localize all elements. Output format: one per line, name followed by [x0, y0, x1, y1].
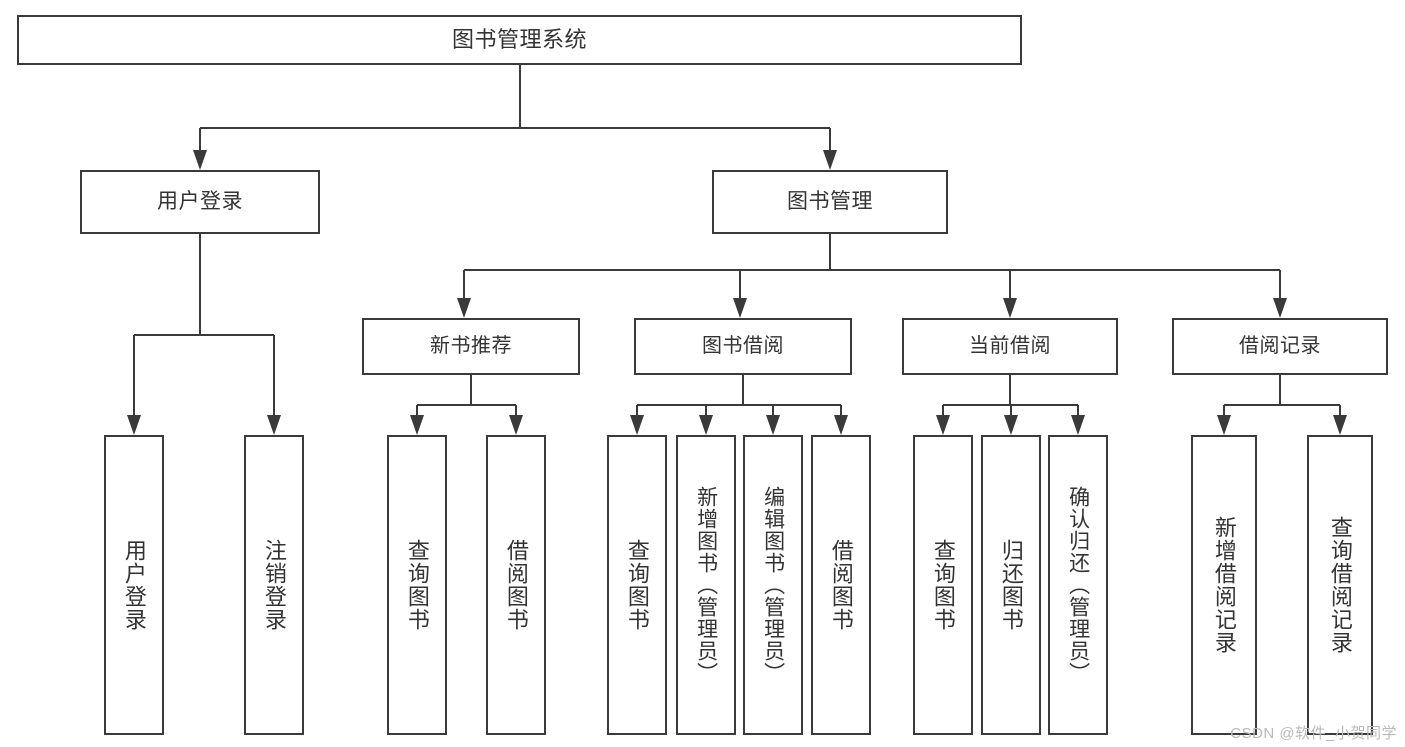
node-book-management[interactable]: 图书管理: [712, 170, 948, 234]
node-book-management-label: 图书管理: [787, 189, 873, 213]
leaf-node-label: 借阅图书: [503, 539, 529, 631]
node-borrow-record-label: 借阅记录: [1239, 334, 1321, 357]
node-root[interactable]: 图书管理系统: [17, 15, 1022, 65]
leaf-node[interactable]: 借阅图书: [486, 435, 546, 735]
leaf-node-label: 查询图书: [404, 539, 430, 631]
node-root-label: 图书管理系统: [451, 27, 587, 53]
node-current-borrow[interactable]: 当前借阅: [902, 318, 1118, 375]
leaf-node[interactable]: 确认归还（管理员）: [1048, 435, 1108, 735]
leaf-node-label: 查询图书: [624, 539, 650, 631]
leaf-node-label: 新增图书（管理员）: [694, 486, 718, 684]
leaf-node-label: 归还图书: [998, 539, 1024, 631]
node-book-borrow[interactable]: 图书借阅: [634, 318, 852, 375]
leaf-node[interactable]: 借阅图书: [811, 435, 871, 735]
leaf-node[interactable]: 查询图书: [387, 435, 447, 735]
leaf-node-label: 查询图书: [930, 539, 956, 631]
node-borrow-record[interactable]: 借阅记录: [1172, 318, 1388, 375]
leaf-node-label: 借阅图书: [828, 539, 854, 631]
node-user-login[interactable]: 用户登录: [80, 170, 320, 234]
leaf-node[interactable]: 编辑图书（管理员）: [743, 435, 803, 735]
leaf-node-label: 新增借阅记录: [1211, 516, 1237, 654]
node-current-borrow-label: 当前借阅: [969, 334, 1051, 357]
leaf-node[interactable]: 查询图书: [913, 435, 973, 735]
leaf-node[interactable]: 注销登录: [244, 435, 304, 735]
node-user-login-label: 用户登录: [157, 189, 243, 213]
leaf-node[interactable]: 查询图书: [607, 435, 667, 735]
leaf-node[interactable]: 新增借阅记录: [1191, 435, 1257, 735]
leaf-node[interactable]: 新增图书（管理员）: [676, 435, 736, 735]
node-new-book-recommend-label: 新书推荐: [430, 334, 512, 357]
leaf-node-label: 注销登录: [261, 539, 287, 631]
leaf-node[interactable]: 查询借阅记录: [1307, 435, 1373, 735]
leaf-node-label: 编辑图书（管理员）: [761, 486, 785, 684]
leaf-node-label: 确认归还（管理员）: [1066, 486, 1090, 684]
node-book-borrow-label: 图书借阅: [702, 334, 784, 357]
node-new-book-recommend[interactable]: 新书推荐: [362, 318, 580, 375]
leaf-node-label: 查询借阅记录: [1327, 516, 1353, 654]
csdn-watermark: CSDN @软件_小贺同学: [1230, 725, 1397, 742]
leaf-node[interactable]: 用户登录: [104, 435, 164, 735]
leaf-node[interactable]: 归还图书: [981, 435, 1041, 735]
leaf-node-label: 用户登录: [121, 539, 147, 631]
